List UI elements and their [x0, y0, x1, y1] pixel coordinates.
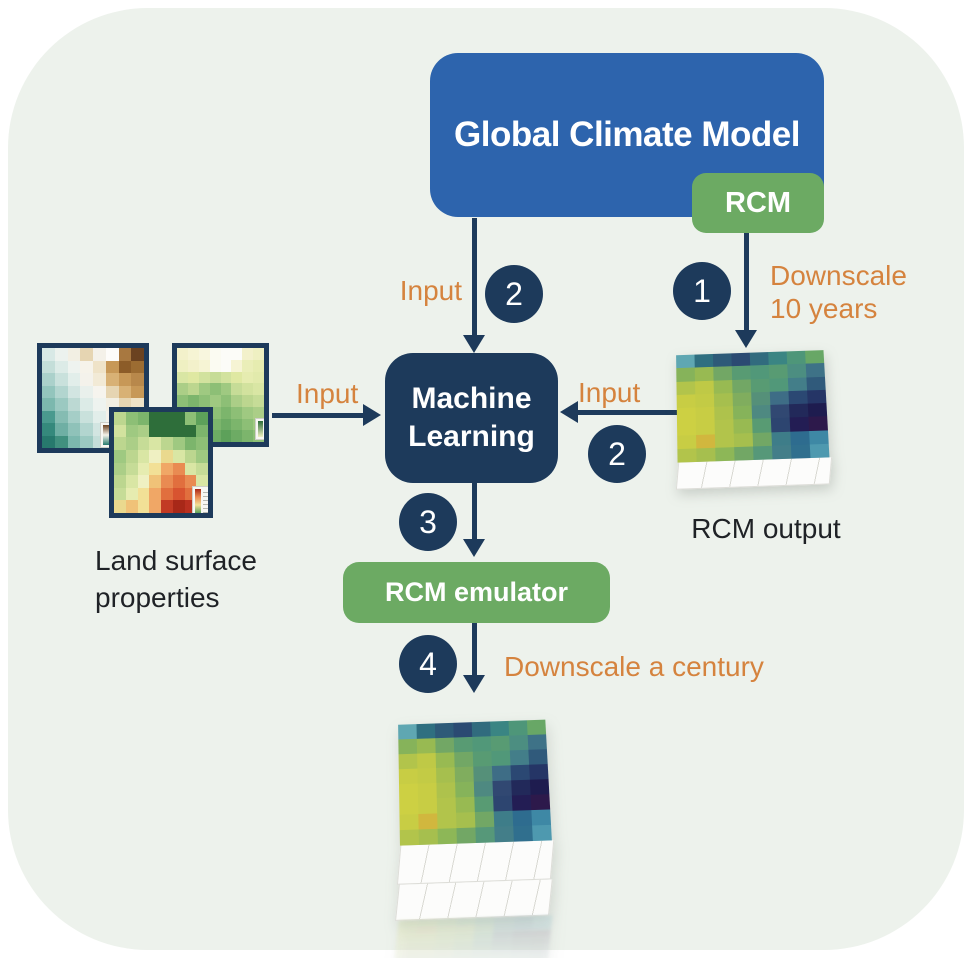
land-surface-map-c-heatmap	[114, 412, 208, 513]
arrow-output-to-ml-line	[578, 410, 678, 415]
land-surface-caption-line1: Land surface	[95, 545, 257, 576]
century-output-3d-body	[392, 712, 556, 958]
step-badge-2-right: 2	[588, 425, 646, 483]
rcm-box: RCM	[692, 173, 824, 233]
rcm-output-3d	[668, 340, 858, 505]
arrow-ml-to-emulator-head-icon	[463, 539, 485, 557]
land-surface-caption: Land surface properties	[95, 542, 257, 616]
label-downscale-ten-line1: Downscale	[770, 260, 907, 291]
step-badge-3: 3	[399, 493, 457, 551]
century-output-3d	[390, 707, 580, 958]
land-surface-map-b-legend	[255, 418, 264, 440]
arrow-gcm-to-ml-head-icon	[463, 335, 485, 353]
arrow-output-to-ml-head-icon	[560, 401, 578, 423]
arrow-emulator-to-output-head-icon	[463, 675, 485, 693]
machine-learning-label-line2: Learning	[408, 420, 535, 453]
century-output-reflection	[392, 915, 553, 958]
rcm-emulator-label: RCM emulator	[384, 577, 568, 607]
arrow-rcm-to-output-line	[744, 233, 749, 331]
rcm-output-heatmap	[676, 350, 830, 463]
century-output-reflection-fade	[392, 915, 553, 958]
rcm-output-3d-body	[674, 343, 833, 490]
label-downscale-century: Downscale a century	[504, 651, 764, 682]
step-badge-2-top: 2	[485, 265, 543, 323]
label-input-top: Input	[399, 275, 462, 306]
step-badge-1: 1	[673, 262, 731, 320]
rcm-output-caption: RCM output	[691, 513, 841, 544]
arrow-emulator-to-output-line	[472, 623, 477, 676]
arrow-gcm-to-ml-line	[472, 218, 477, 336]
label-input-left: Input	[296, 378, 359, 409]
step-badge-4: 4	[399, 635, 457, 693]
label-downscale-ten-line2: 10 years	[770, 293, 878, 324]
machine-learning-label-line1: Machine	[411, 382, 532, 415]
rcm-emulator-box: RCM emulator	[343, 562, 610, 623]
century-output-heatmap	[398, 719, 552, 846]
rcm-label: RCM	[724, 186, 792, 219]
rcm-output-side	[675, 457, 833, 490]
land-surface-map-c-legend	[192, 486, 208, 513]
land-surface-map-c	[109, 407, 213, 518]
century-output-side-upper	[396, 840, 555, 885]
arrow-rcm-to-output-head-icon	[735, 330, 757, 348]
global-climate-model-label: Global Climate Model	[454, 115, 800, 154]
arrow-ml-to-emulator-line	[472, 483, 477, 540]
arrow-land-to-ml-head-icon	[363, 404, 381, 426]
machine-learning-box: Machine Learning	[385, 353, 558, 483]
land-surface-caption-line2: properties	[95, 582, 220, 613]
arrow-land-to-ml-line	[272, 413, 364, 418]
label-input-right: Input	[578, 377, 641, 408]
century-output-side-lower	[395, 879, 553, 921]
